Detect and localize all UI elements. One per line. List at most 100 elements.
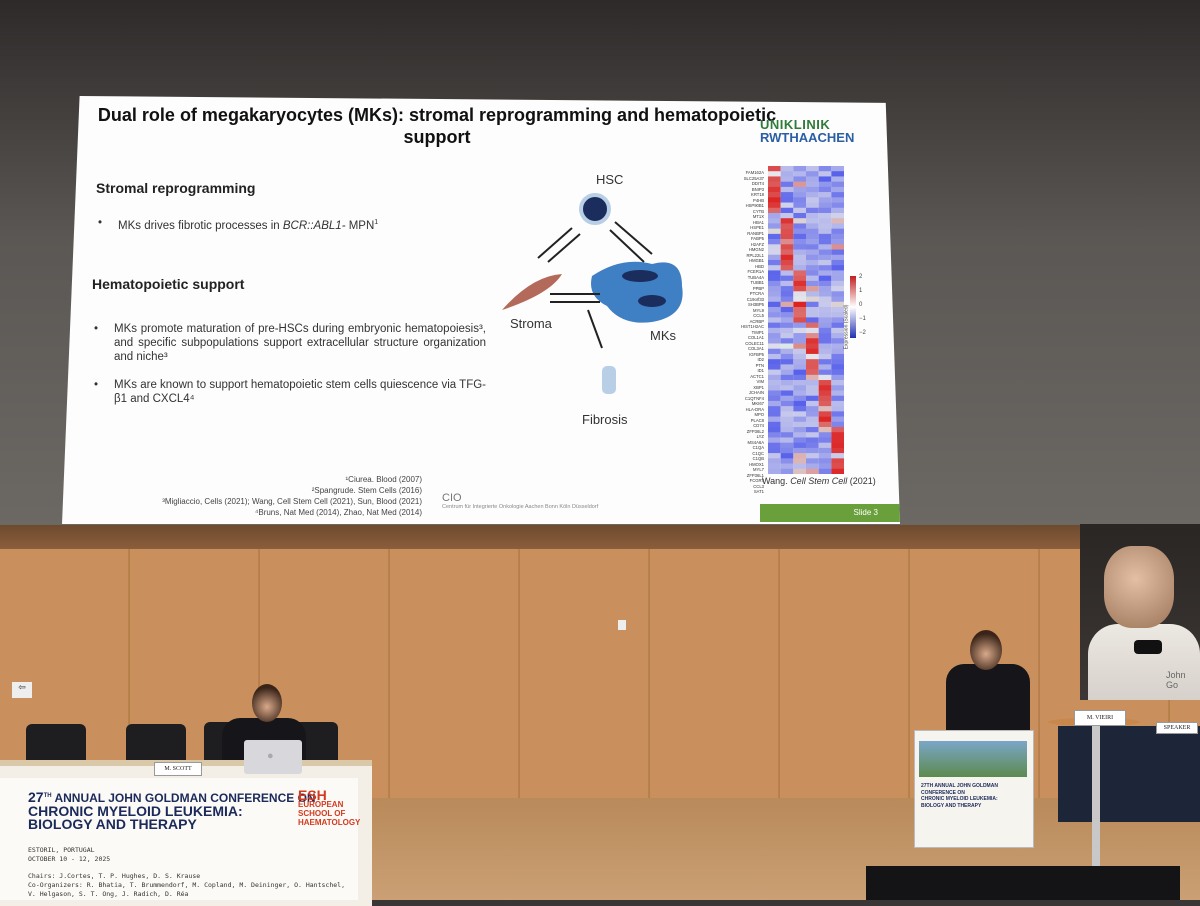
exit-sign-icon: ⇦ [12, 682, 32, 698]
heatmap-cell [831, 380, 844, 386]
heatmap-cell [818, 166, 832, 172]
heatmap-cell [831, 176, 844, 182]
heatmap-cell [818, 333, 832, 339]
heatmap-cell [780, 254, 794, 261]
heatmap-cell [768, 353, 781, 360]
heatmap-gene-label: ID1 [757, 368, 764, 373]
heatmap-cell [806, 458, 819, 464]
heatmap-cell [818, 280, 832, 287]
heatmap-cell [768, 181, 781, 188]
heatmap-cell [768, 312, 781, 318]
esh-logo: ESH EUROPEAN SCHOOL OF HAEMATOLOGY [298, 787, 361, 827]
heatmap-cell [818, 291, 832, 297]
heatmap-cell [806, 286, 819, 292]
heatmap-cell [780, 197, 794, 203]
diagram-label-hsc: HSC [596, 172, 624, 187]
heatmap-cell [806, 259, 819, 266]
heatmap-cell [818, 406, 832, 412]
heatmap-cell [806, 275, 819, 282]
logo-line-2: RWTHAACHEN [760, 130, 855, 145]
mk-nucleus-icon-2 [638, 295, 666, 307]
heatmap-cell [768, 286, 781, 292]
heatmap-cell [818, 197, 832, 203]
colorbar-label: −2 [859, 330, 866, 336]
portrait-banner: John Go [1080, 524, 1200, 700]
heatmap-cell [780, 427, 794, 433]
heatmap-gene-label: FABP5 [750, 236, 764, 241]
heatmap-cell [806, 192, 819, 198]
heatmap-cell [793, 447, 806, 454]
heatmap-cell [793, 312, 806, 318]
heatmap-cell [768, 280, 781, 287]
heatmap-cell [768, 265, 781, 271]
heatmap-cell [806, 437, 819, 443]
heatmap-cell [831, 343, 844, 350]
hsc-cell-icon [579, 193, 611, 225]
heatmap-gene-label: C1QA [752, 445, 764, 450]
heatmap-cell [780, 338, 794, 344]
heatmap-cell [780, 432, 794, 438]
heatmap-cell [831, 442, 844, 449]
heatmap-cell [780, 380, 794, 386]
heatmap-cell [793, 306, 806, 313]
heatmap-cell [806, 244, 819, 250]
heatmap-cell [780, 166, 794, 172]
reference-2: ²Spangrude. Stem Cells (2016) [311, 486, 422, 495]
heatmap-cell [818, 275, 832, 282]
heatmap-cell [831, 259, 844, 266]
heatmap-gene-label: BNIP3 [751, 186, 764, 192]
heatmap-gene-label: TIMP1 [751, 329, 764, 335]
heatmap-cell [793, 166, 806, 172]
heatmap-cell [780, 291, 794, 297]
heatmap-cell [768, 385, 781, 391]
heatmap-cell [780, 233, 794, 240]
heatmap-cell [793, 171, 806, 177]
heatmap-cell [831, 333, 844, 339]
heatmap-gene-label: C1QTNF4 [744, 395, 764, 401]
heatmap-cell [780, 301, 794, 308]
heatmap-cell [818, 442, 832, 449]
heatmap-cell [768, 171, 781, 177]
heatmap-cell [806, 416, 819, 423]
colorbar-label: 0 [859, 302, 863, 308]
heatmap-cell [806, 218, 819, 224]
heatmap-cell [780, 223, 794, 229]
speaker-body [946, 664, 1030, 734]
heatmap-cell [806, 212, 819, 219]
heatmap-cell [768, 364, 781, 370]
heatmap-citation: Wang. Cell Stem Cell (2021) [762, 476, 876, 486]
wall-outlet [618, 620, 626, 630]
cio-logo: CIO Centrum für Integrierte Onkologie Aa… [442, 492, 598, 511]
heatmap-cell [793, 270, 806, 276]
heatmap-cell [818, 458, 832, 464]
heatmap-cell [793, 395, 806, 402]
heatmap-cell [831, 166, 844, 172]
heatmap-cell [768, 333, 781, 339]
heatmap-cell [768, 202, 781, 209]
heatmap-cell [793, 192, 806, 198]
heatmap-cell [768, 254, 781, 261]
heatmap-cell [768, 176, 781, 182]
heatmap-cell [818, 374, 832, 381]
slide-title: Dual role of megakaryocytes (MKs): strom… [97, 105, 777, 147]
heatmap-cell [793, 317, 806, 323]
heatmap-cell [768, 369, 781, 376]
stage-monitor [866, 866, 1180, 900]
heatmap-cell [793, 181, 806, 188]
heatmap-cell [793, 374, 806, 381]
heatmap-gene-label: PLAC8 [750, 417, 764, 423]
heatmap-cell [780, 181, 794, 188]
slide-number: Slide 3 [853, 508, 878, 517]
heatmap-gene-label: ACTC1 [750, 373, 764, 379]
heatmap-gene-label: CCL3 [753, 483, 764, 489]
heatmap-cell [780, 353, 794, 360]
heatmap-cell [780, 447, 794, 454]
heatmap [768, 166, 844, 474]
bullet-hematopoietic-2: MKs are known to support hematopoietic s… [94, 378, 486, 406]
heatmap-cell [831, 186, 844, 193]
heatmap-cell [793, 265, 806, 271]
heatmap-cell [780, 176, 794, 182]
heatmap-cell [768, 463, 781, 470]
heatmap-cell [780, 442, 794, 449]
